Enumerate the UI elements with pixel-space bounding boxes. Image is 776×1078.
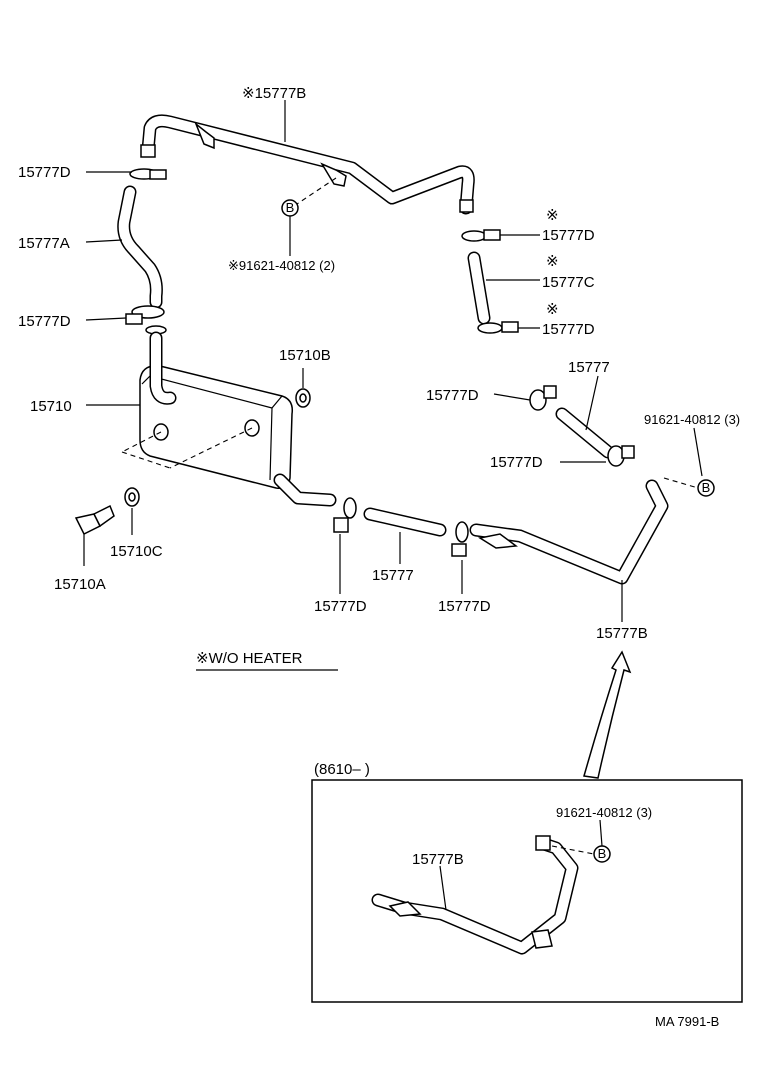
label-clamp-right-1: 15777D	[542, 227, 595, 244]
label-clamp-right-2: 15777D	[542, 321, 595, 338]
clamp-bottom-1	[333, 497, 357, 594]
label-clamp-right-3: 15777D	[426, 387, 479, 404]
label-pipe-lower-b: 15777B	[596, 625, 648, 642]
label-gasket-b: 15710B	[279, 347, 331, 364]
label-hose-a: 15777A	[18, 235, 70, 252]
clamp-right-4	[560, 445, 635, 467]
bolt-right: B	[663, 427, 715, 497]
svg-text:B: B	[286, 200, 295, 215]
label-inset-bolt: 91621-40812 (3)	[556, 805, 652, 820]
gasket-15710b	[295, 368, 311, 408]
clamp-right-1	[461, 229, 540, 242]
hose-15777-bottom	[363, 507, 447, 564]
label-bolt-right: 91621-40812 (3)	[644, 412, 740, 427]
label-clamp-bottom-2: 15777D	[438, 598, 491, 615]
label-hose-upper-b: ※15777B	[242, 85, 306, 102]
label-hose-right: 15777	[568, 359, 610, 376]
bolt-upper: B	[281, 177, 337, 256]
clamp-bottom-2	[451, 521, 469, 594]
clamp-right-3	[493, 385, 557, 411]
label-hose-bottom: 15777	[372, 567, 414, 584]
oil-cooler-15710	[121, 331, 337, 507]
label-gasket-c: 15710C	[110, 543, 163, 560]
union-bolt-15710a	[74, 504, 115, 566]
label-clamp-bottom-1: 15777D	[314, 598, 367, 615]
hose-15777-right	[555, 375, 615, 459]
label-inset-range: (8610– )	[314, 761, 370, 778]
label-clamp-left-top: 15777D	[18, 164, 71, 181]
label-bolt-upper: ※91621-40812 (2)	[228, 258, 335, 273]
gasket-15710c	[124, 487, 140, 535]
mark-clamp-right-2: ※	[546, 301, 559, 318]
mark-hose-c: ※	[546, 253, 559, 270]
clamp-right-2	[477, 321, 540, 334]
label-inset-pipe: 15777B	[412, 851, 464, 868]
lower-pipe-15777b	[469, 479, 669, 622]
svg-text:B: B	[598, 846, 607, 861]
label-clamp-left-mid: 15777D	[18, 313, 71, 330]
clamp-left-top	[129, 168, 167, 180]
label-clamp-right-4: 15777D	[490, 454, 543, 471]
label-cooler: 15710	[30, 398, 72, 415]
note-wo-heater: ※W/O HEATER	[196, 650, 303, 667]
label-bolt-union: 15710A	[54, 576, 106, 593]
label-hose-c: 15777C	[542, 274, 595, 291]
svg-text:B: B	[702, 480, 711, 495]
mark-clamp-right-1: ※	[546, 207, 559, 224]
hose-15777c	[467, 251, 540, 325]
arrow-to-inset	[583, 650, 632, 779]
upper-pipe-15777b	[140, 114, 475, 215]
inset-box: (8610– ) B 91621-40812 (3) 15777B	[311, 761, 743, 1003]
hose-15777a	[117, 185, 163, 309]
clamp-left-mid	[125, 305, 167, 335]
drawing-id: MA 7991-B	[655, 1014, 719, 1029]
